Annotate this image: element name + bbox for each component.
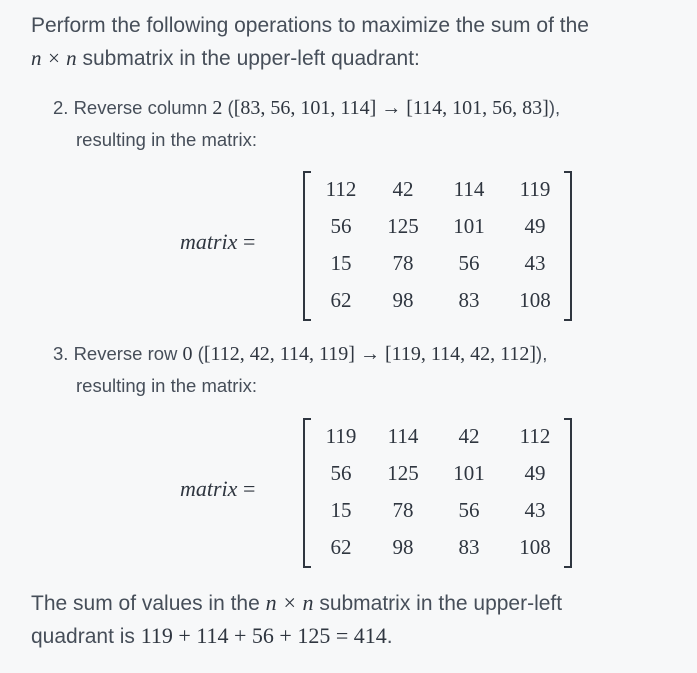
arrow-icon: → xyxy=(376,97,407,119)
summary-text-1: The sum of values in the xyxy=(31,592,266,615)
matrix-cell: 119 xyxy=(325,424,357,448)
matrix-cell: 101 xyxy=(453,214,485,238)
matrix-cell: 114 xyxy=(387,424,419,448)
step-2-prefix: 2. Reverse column xyxy=(53,97,213,118)
step-2-line-1: 2. Reverse column 2 ([83, 56, 101, 114] … xyxy=(53,92,683,124)
matrix-label-text: matrix xyxy=(180,476,238,501)
matrix-grid-1: 112 42 114 119 56 125 101 49 15 78 56 43 62 98 83 108 xyxy=(312,171,568,319)
intro-paragraph: Perform the following operations to maxi… xyxy=(31,10,681,75)
step-2: 2. Reverse column 2 ([83, 56, 101, 114] … xyxy=(53,92,683,155)
step-3-from-vector: [112, 42, 114, 119] xyxy=(203,343,355,365)
step-3-paren-open: ( xyxy=(192,343,204,364)
matrix-cell: 83 xyxy=(458,535,480,559)
matrix-cell: 114 xyxy=(453,177,485,201)
matrix-cell: 15 xyxy=(330,498,352,522)
matrix-cell: 49 xyxy=(524,461,546,485)
matrix-cell: 43 xyxy=(524,251,546,275)
matrix-cell: 43 xyxy=(524,498,546,522)
summary-line-2: quadrant is 119 + 114 + 56 + 125 = 414. xyxy=(31,620,681,653)
matrix-cell: 101 xyxy=(453,461,485,485)
summary-line-1: The sum of values in the n × n submatrix… xyxy=(31,587,681,620)
step-2-index: 2 xyxy=(212,97,223,119)
matrix-cell: 56 xyxy=(458,251,480,275)
matrix-cell: 78 xyxy=(392,251,414,275)
step-2-line-2: resulting in the matrix: xyxy=(76,129,257,150)
n-times-n-expression: n × n xyxy=(265,590,314,615)
matrix-cell: 108 xyxy=(519,535,551,559)
intro-line-2-text: submatrix in the upper-left quadrant: xyxy=(76,47,420,70)
summary-text-3: quadrant is xyxy=(31,625,141,648)
left-bracket xyxy=(303,171,311,321)
intro-line-2: n × n submatrix in the upper-left quadra… xyxy=(31,42,681,75)
equals-sign: = xyxy=(237,476,256,501)
matrix-cell: 15 xyxy=(330,251,352,275)
right-bracket xyxy=(564,418,572,568)
matrix-cell: 49 xyxy=(524,214,546,238)
equals-sign: = xyxy=(237,229,256,254)
matrix-cell: 78 xyxy=(392,498,414,522)
step-3-index: 0 xyxy=(182,343,193,365)
summary-text-2: submatrix in the upper-left xyxy=(313,592,563,615)
left-bracket xyxy=(303,418,311,568)
matrix-cell: 125 xyxy=(387,214,419,238)
step-2-from-vector: [83, 56, 101, 114] xyxy=(233,97,377,119)
step-3: 3. Reverse row 0 ([112, 42, 114, 119] → … xyxy=(53,338,683,401)
matrix-cell: 125 xyxy=(387,461,419,485)
summary-period: . xyxy=(386,625,393,648)
step-3-line-2: resulting in the matrix: xyxy=(76,375,257,396)
matrix-equation-1: matrix = 112 42 114 119 56 125 101 49 15 78 56 43 62… xyxy=(180,171,600,321)
sum-equation: 119 + 114 + 56 + 125 = 414 xyxy=(140,623,387,648)
step-3-line-1: 3. Reverse row 0 ([112, 42, 114, 119] → … xyxy=(53,338,683,370)
step-3-prefix: 3. Reverse row xyxy=(53,343,183,364)
matrix-cell: 83 xyxy=(458,288,480,312)
matrix-cell: 98 xyxy=(392,535,414,559)
n-times-n-expression: n × n xyxy=(31,46,77,70)
matrix-cell: 56 xyxy=(330,214,352,238)
matrix-cell: 119 xyxy=(519,177,551,201)
matrix-label-text: matrix xyxy=(180,229,238,254)
matrix-cell: 62 xyxy=(330,535,352,559)
matrix-cell: 112 xyxy=(519,424,551,448)
step-2-paren-open: ( xyxy=(222,97,234,118)
matrix-cell: 42 xyxy=(458,424,480,448)
matrix-cell: 42 xyxy=(392,177,414,201)
matrix-cell: 62 xyxy=(330,288,352,312)
matrix-cell: 56 xyxy=(330,461,352,485)
step-3-to-vector: [119, 114, 42, 112] xyxy=(384,343,537,365)
matrix-cell: 112 xyxy=(325,177,357,201)
step-3-paren-close: ), xyxy=(536,343,548,364)
arrow-icon: → xyxy=(354,343,385,365)
summary-paragraph: The sum of values in the n × n submatrix… xyxy=(31,587,681,653)
matrix-grid-2: 119 114 42 112 56 125 101 49 15 78 56 43 62 98 83 108 xyxy=(312,418,568,566)
matrix-cell: 98 xyxy=(392,288,414,312)
matrix-cell: 56 xyxy=(458,498,480,522)
right-bracket xyxy=(564,171,572,321)
step-2-to-vector: [114, 101, 56, 83] xyxy=(406,97,549,119)
matrix-label: matrix = xyxy=(180,229,255,255)
matrix-cell: 108 xyxy=(519,288,551,312)
intro-line-1: Perform the following operations to maxi… xyxy=(31,14,589,37)
matrix-label: matrix = xyxy=(180,476,255,502)
matrix-equation-2: matrix = 119 114 42 112 56 125 101 49 15 78 56 43 62… xyxy=(180,418,600,568)
step-2-paren-close: ), xyxy=(548,97,561,118)
